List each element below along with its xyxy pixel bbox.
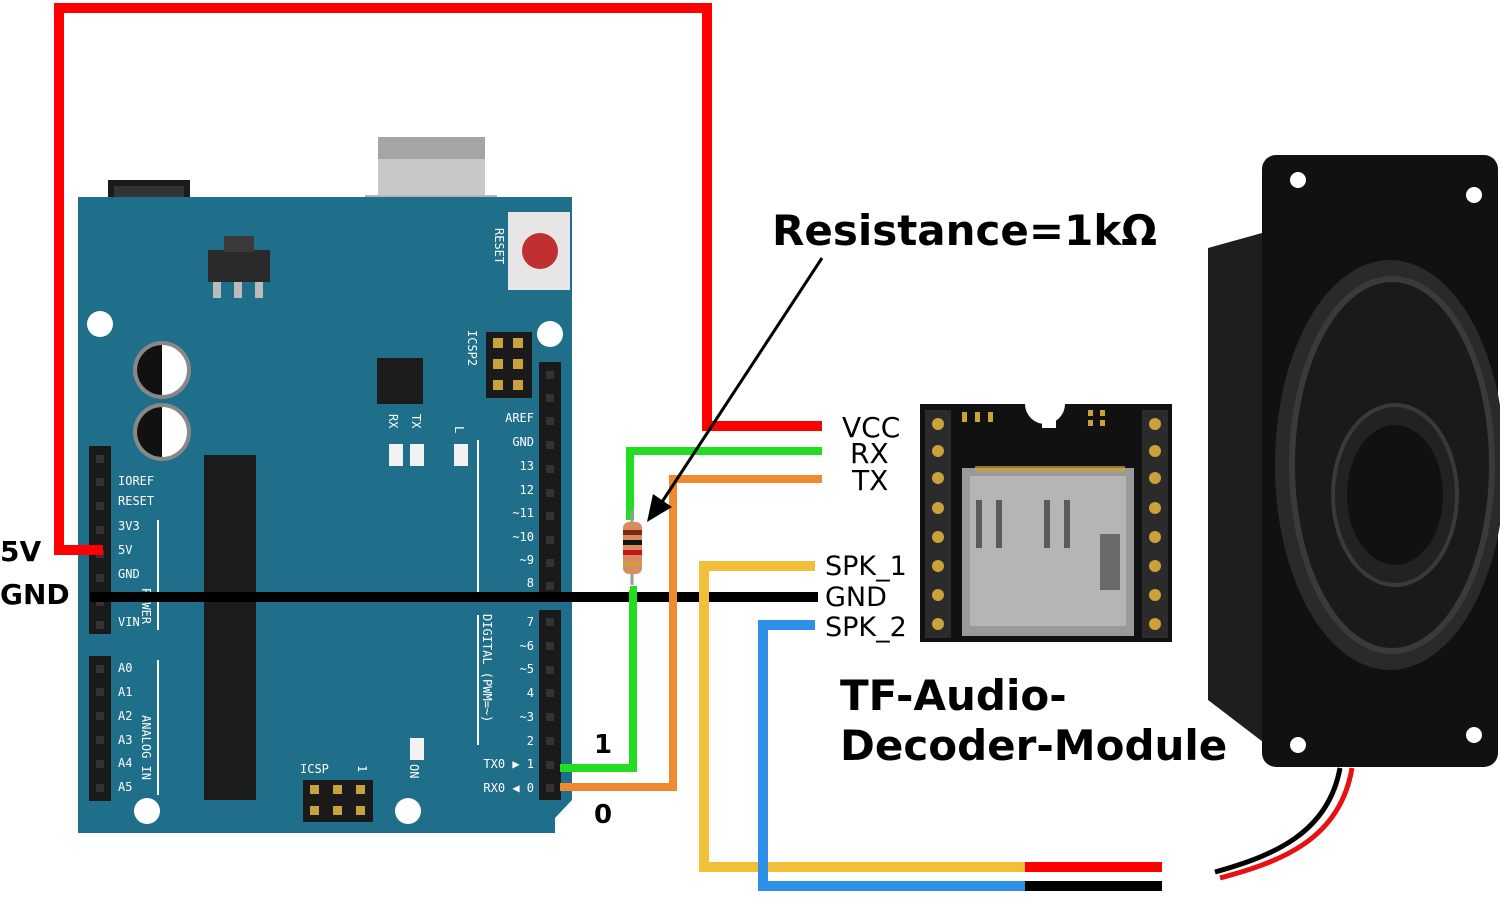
resistance-label: Resistance=1kΩ xyxy=(772,206,1157,255)
pin-label: 3V3 xyxy=(118,519,140,533)
icsp-header xyxy=(303,780,373,822)
tx-led-label: TX xyxy=(409,414,423,429)
pin-label: GND xyxy=(512,435,534,449)
digital-pin-labels-bottom: 7 ~6 ~5 4 ~3 2 TX0 ▶ 1 RX0 ◀ 0 xyxy=(483,615,534,795)
pin-label: A2 xyxy=(118,709,132,723)
icsp-silk-label: ICSP xyxy=(300,762,329,776)
pin-label: 4 xyxy=(527,686,534,700)
pin-label: A1 xyxy=(118,685,132,699)
analog-header xyxy=(89,656,111,801)
digital-header-top xyxy=(539,362,561,594)
sd-card-slot xyxy=(962,466,1134,636)
icsp2-silk-label: ICSP2 xyxy=(465,330,479,366)
tx-led xyxy=(410,444,424,466)
module-pins-left xyxy=(925,410,951,638)
pin-label: ~5 xyxy=(520,662,534,676)
label-gnd: GND xyxy=(0,578,70,611)
pin-label: GND xyxy=(118,567,140,581)
on-led xyxy=(410,738,424,760)
power-header xyxy=(89,446,111,634)
pin-label: 13 xyxy=(520,459,534,473)
pin-label: 7 xyxy=(527,615,534,629)
rx-led xyxy=(389,444,403,466)
analog-pin-labels: A0 A1 A2 A3 A4 A5 xyxy=(118,661,132,794)
reset-silk-label: RESET xyxy=(492,228,506,264)
digital-pin-labels-top: AREF GND 13 12 ~11 ~10 ~9 8 xyxy=(505,411,534,590)
module-pin-spk2: SPK_2 xyxy=(825,612,907,643)
icsp2-header xyxy=(486,332,532,398)
pin-label: 2 xyxy=(527,734,534,748)
capacitor xyxy=(133,341,191,399)
spk2-wire xyxy=(758,620,1025,891)
wires xyxy=(54,3,1162,891)
module-pin-spk1: SPK_1 xyxy=(825,551,907,582)
pin-label: 12 xyxy=(520,483,534,497)
pin-label: 5V xyxy=(118,543,132,557)
icsp-one-mark: 1 xyxy=(355,765,369,772)
arduino-uno-board: RESET ICSP2 RX TX L ON ICSP 1 xyxy=(78,137,572,833)
label-pin-1: 1 xyxy=(594,730,612,760)
digital-header-bottom xyxy=(539,610,561,800)
l-led xyxy=(454,444,468,466)
pin-label: ~11 xyxy=(512,506,534,520)
module-pin-rx: RX xyxy=(850,437,889,470)
speaker xyxy=(1208,155,1500,881)
pin-label: IOREF xyxy=(118,474,154,488)
tx-wire xyxy=(560,475,822,791)
arduino-pcb xyxy=(78,197,572,833)
module-title-line2: Decoder-Module xyxy=(840,721,1227,770)
l-led-label: L xyxy=(452,426,466,433)
rx-wire xyxy=(560,447,822,772)
pin-label: 8 xyxy=(527,576,534,590)
label-5v: 5V xyxy=(0,535,41,568)
pin-label: RESET xyxy=(118,494,154,508)
on-led-label: ON xyxy=(407,764,421,778)
pin-label: ~9 xyxy=(520,553,534,567)
module-pin-gnd: GND xyxy=(825,582,887,613)
pin-label: VIN xyxy=(118,615,140,629)
module-pin-vcc: VCC xyxy=(842,411,900,444)
capacitor xyxy=(133,403,191,461)
vcc-wire xyxy=(54,3,822,555)
atmega-chip xyxy=(204,455,256,800)
pin-label: A3 xyxy=(118,733,132,747)
resistance-arrow xyxy=(647,257,824,522)
pin-label: ~3 xyxy=(520,710,534,724)
resistor xyxy=(623,510,642,585)
pin-label: A5 xyxy=(118,780,132,794)
tf-audio-module xyxy=(920,404,1172,642)
module-title-line1: TF-Audio- xyxy=(840,671,1067,720)
reset-button[interactable] xyxy=(508,212,570,290)
pin-label: A4 xyxy=(118,756,132,770)
module-pin-tx: TX xyxy=(851,464,888,497)
label-pin-0: 0 xyxy=(594,800,612,830)
spk1-wire xyxy=(699,561,1025,872)
pin-label: AREF xyxy=(505,411,534,425)
pin-label: A0 xyxy=(118,661,132,675)
analog-silk-label: ANALOG IN xyxy=(139,715,153,780)
pin-label: ~10 xyxy=(512,530,534,544)
rx-led-label: RX xyxy=(386,414,400,429)
pin-label: TX0 ▶ 1 xyxy=(483,757,534,771)
module-pins-right xyxy=(1142,410,1168,638)
pin-label: RX0 ◀ 0 xyxy=(483,781,534,795)
digital-silk-label: DIGITAL (PWM=~) xyxy=(480,614,494,722)
pin-label: ~6 xyxy=(520,639,534,653)
